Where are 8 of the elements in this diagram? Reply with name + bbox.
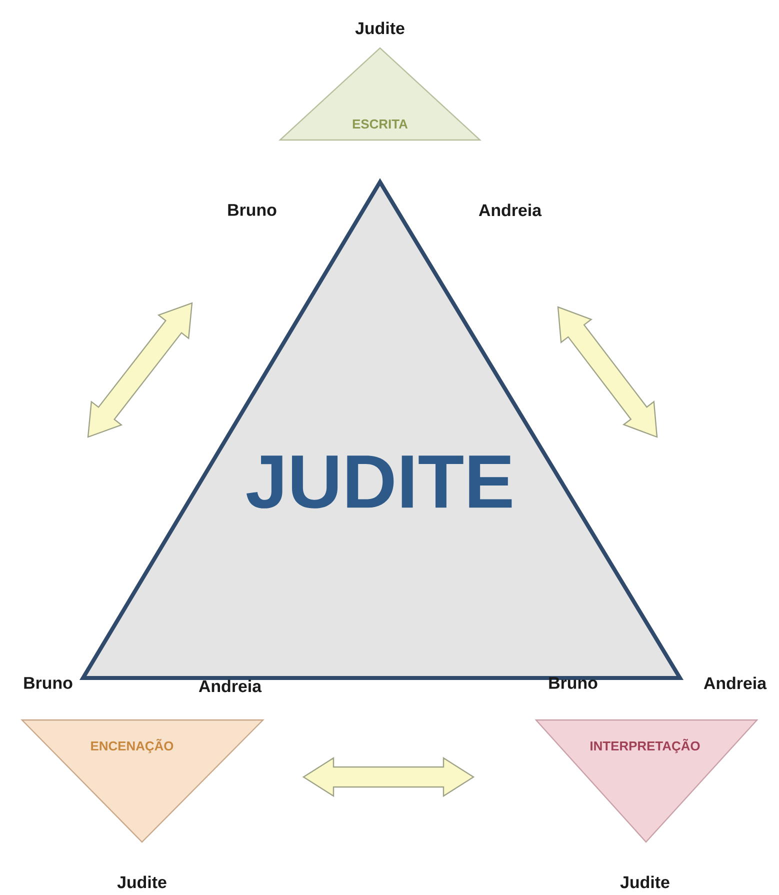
person-name: Judite <box>117 876 166 888</box>
person-name: Bruno <box>24 677 72 689</box>
person-name: Andreia <box>704 676 767 690</box>
person-name: Andreia <box>478 204 542 216</box>
person-name: Andreia <box>198 680 262 692</box>
person-name: Judite <box>620 876 670 888</box>
person-name: Bruno <box>228 204 276 216</box>
person-name: Bruno <box>549 677 598 689</box>
